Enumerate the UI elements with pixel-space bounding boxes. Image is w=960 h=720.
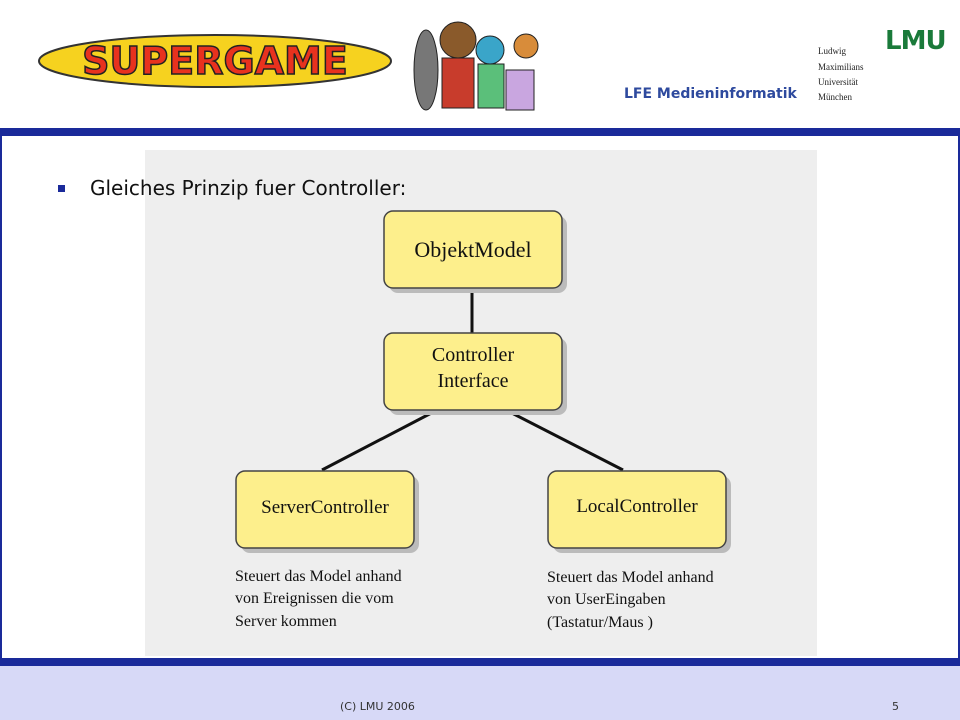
note-line: Steuert das Model anhand [235, 568, 402, 585]
node-local-controller: LocalController [547, 470, 731, 553]
supergame-logo: SUPERGAME [38, 34, 392, 88]
header-divider [0, 128, 960, 136]
slide-header: SUPERGAME LFE Medieninformatik Ludwig Ma… [0, 0, 960, 130]
note-line: Server kommen [235, 613, 337, 630]
node-controller-interface: Controller Interface [383, 332, 567, 415]
university-logo: Ludwig Maximilians Universität München [810, 22, 940, 106]
lmu-logo-text: LMU [885, 26, 947, 56]
supergame-logo-text: SUPERGAME [82, 39, 348, 83]
node-label: Controller [432, 344, 515, 366]
institute-label: LFE Medieninformatik [624, 86, 797, 102]
bullet-item: Gleiches Prinzip fuer Controller: [58, 176, 406, 200]
note-line: von Ereignissen die vom [235, 590, 394, 607]
slide-footer [0, 666, 960, 720]
note-line: von UserEingaben [547, 591, 666, 608]
cartoon-characters-image [413, 21, 539, 111]
note-line: Steuert das Model anhand [547, 569, 714, 586]
university-line: Ludwig [818, 46, 846, 56]
bullet-text: Gleiches Prinzip fuer Controller: [90, 176, 407, 200]
connector-interface-local [501, 406, 624, 472]
university-line: Universität [818, 77, 858, 87]
node-label: Interface [437, 370, 508, 392]
diagram-canvas: ObjektModel Controller Interface ServerC… [235, 210, 731, 631]
note-line: (Tastatur/Maus ) [547, 614, 653, 631]
controller-diagram: ObjektModel Controller Interface ServerC… [145, 150, 817, 656]
bullet-square-icon [58, 184, 65, 192]
connector-interface-server [321, 406, 442, 472]
footer-divider [0, 658, 960, 666]
note-server: Steuert das Model anhand von Ereignissen… [235, 568, 402, 630]
node-label: ObjektModel [414, 237, 531, 262]
node-label: LocalController [576, 496, 698, 517]
university-line: München [818, 92, 852, 102]
note-local: Steuert das Model anhand von UserEingabe… [547, 569, 714, 631]
node-objekt-model: ObjektModel [383, 210, 567, 293]
node-server-controller: ServerController [235, 470, 419, 553]
university-line: Maximilians [818, 62, 864, 72]
node-label: ServerController [261, 497, 389, 518]
copyright-text: (C) LMU 2006 [340, 700, 415, 713]
page-number: 5 [892, 700, 899, 713]
